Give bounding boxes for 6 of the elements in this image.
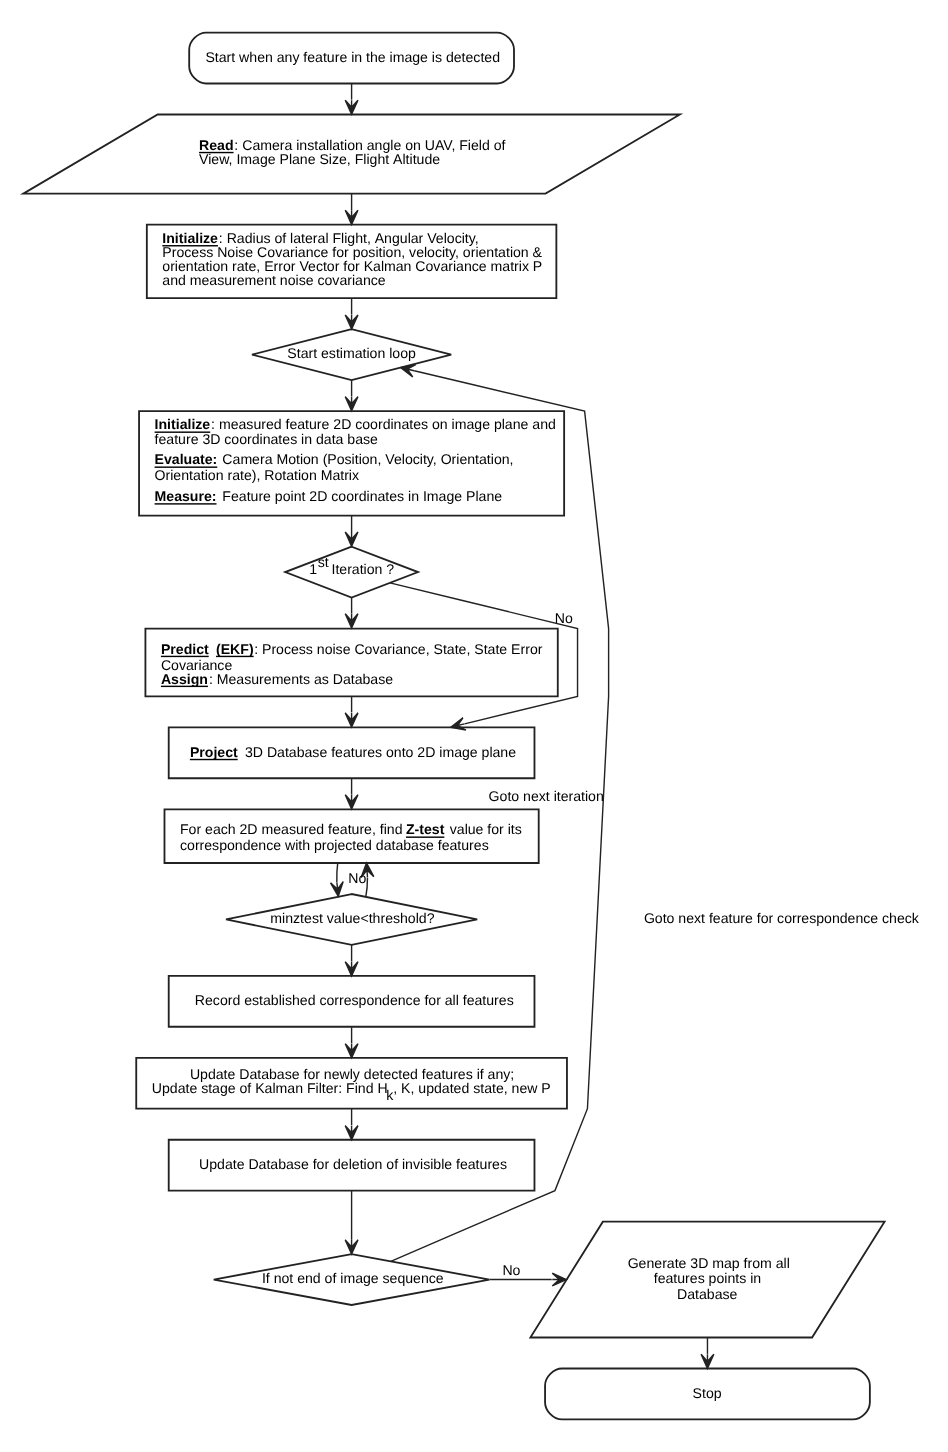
arrow [359,862,374,898]
arrow [388,582,578,731]
arrow [488,1272,567,1287]
arrow [328,862,343,897]
arrow [343,1190,358,1255]
arrow [389,363,609,1262]
